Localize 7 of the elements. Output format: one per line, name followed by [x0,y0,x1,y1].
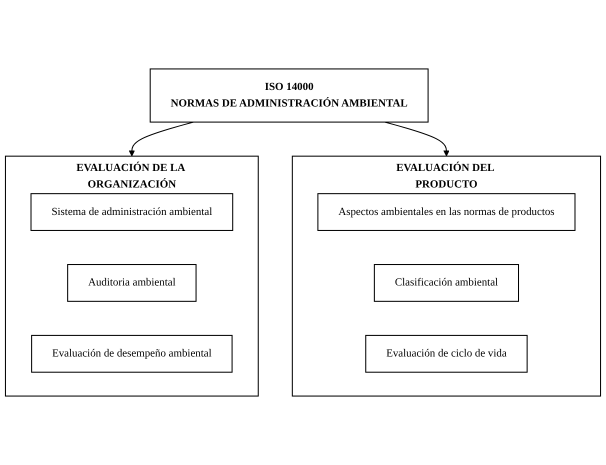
node-box: Sistema de administración ambiental [30,193,234,231]
node-box: Evaluación de desempeño ambiental [31,334,233,373]
node-box: Clasificación ambiental [374,264,520,302]
node-box: Auditoria ambiental [67,264,197,302]
node-box: Evaluación de ciclo de vida [365,334,528,373]
node-box: Aspectos ambientales en las normas de productos [317,193,576,231]
node-box: ISO 14000 NORMAS DE ADMINISTRACIÓN AMBIENTAL [150,68,429,123]
